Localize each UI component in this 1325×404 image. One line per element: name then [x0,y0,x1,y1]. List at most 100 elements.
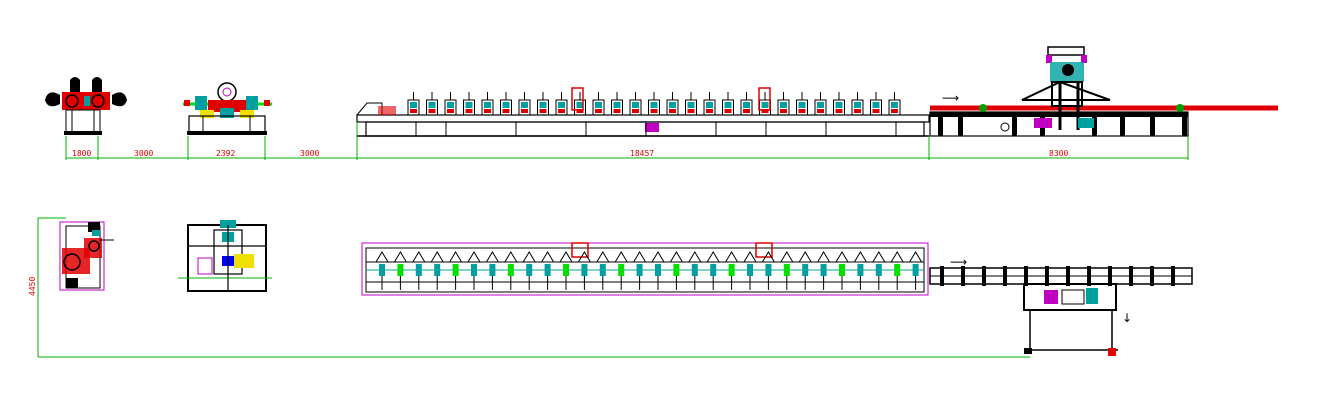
roll-stand [740,92,753,116]
dimension-label-roll-former: 18457 [630,149,654,158]
roll-stand [833,92,845,116]
roll-stand-plan [503,251,518,290]
roll-stand [796,92,808,116]
runout-support [1087,266,1091,286]
roll-stand-plan [890,251,905,290]
roll-stand [629,92,642,116]
runout-support [1150,266,1154,286]
runout-leg [1182,117,1187,136]
cutoff-runout-elevation: ⟶ [929,46,1278,137]
roll-stand [611,92,623,116]
runout-plan: ⟶ ↓ [929,255,1193,356]
roll-stand-plan [522,251,537,290]
arrow-right-icon: ⟶ [950,255,967,269]
runout-leg [1092,117,1097,136]
roll-stand [888,92,901,116]
roll-stand [777,92,790,116]
runout-leg [1150,117,1155,136]
runout-legs-elevation [938,117,1187,136]
roll-stand-plan [632,251,647,290]
roll-stand-plan [743,251,757,290]
roll-stand [814,92,827,116]
leveler-plan [178,220,272,292]
roll-stand [851,92,864,116]
arrow-right-icon: ⟶ [942,91,959,105]
roll-stand [870,92,882,116]
roll-stand-plan [393,251,408,290]
roll-stand [574,92,586,116]
roll-stand [518,92,531,116]
dimension-label-runout: 8300 [1049,149,1068,158]
runout-support [1066,266,1070,286]
arrow-down-icon: ↓ [1122,311,1132,325]
dimension-label-width: 4450 [28,277,37,296]
roll-stand-plan [779,251,794,290]
runout-support [1108,266,1112,286]
roll-stand [666,92,679,116]
runout-support [1129,266,1133,286]
roll-stand-plan [375,251,389,290]
roll-stand-plan [706,251,721,290]
roll-stand [759,92,771,116]
roll-stands-plan [375,251,923,290]
roll-stand-plan [853,251,868,290]
runout-supports-plan [940,266,1175,286]
roll-stand [407,92,420,116]
roll-stand-plan [651,251,665,290]
roll-former-elevation [356,87,930,137]
dimension-label-leveler: 2392 [216,149,235,158]
runout-support [1003,266,1007,286]
roll-stand-plan [448,251,463,290]
roll-stand [500,92,512,116]
frame-legs-elevation [365,122,897,136]
dimension-label-gap-2: 3000 [300,149,319,158]
roll-stand-plan [485,251,500,290]
roll-former-plan [361,242,929,296]
roll-stand-plan [595,251,610,290]
roll-stand-plan [669,251,684,290]
roll-stand [426,92,438,116]
roll-stand [722,92,734,116]
roll-stand-plan [798,251,813,290]
runout-support [1024,266,1028,286]
runout-support [982,266,986,286]
dimension-label-gap-1: 3000 [134,149,153,158]
dimension-label-decoiler: 1800 [72,149,91,158]
roll-stand-plan [614,251,629,290]
runout-leg [958,117,963,136]
roll-stand [648,92,660,116]
decoiler-plan [59,221,114,291]
roll-stands-elevation [407,92,901,116]
runout-leg [1012,117,1017,136]
roll-stand [703,92,716,116]
runout-support [1045,266,1049,286]
roll-stand-plan [816,251,831,290]
roll-stand [463,92,475,116]
roll-stand-plan [577,251,592,290]
runout-leg [1120,117,1125,136]
roll-stand-plan [411,251,426,290]
elevation-view: ⟶ 1800 3000 2392 3000 18457 8300 [45,46,1278,160]
roll-stand [537,92,549,116]
roll-stand-plan [540,251,555,290]
runout-support [1171,266,1175,286]
roll-stand [685,92,697,116]
roll-stand-plan [467,251,481,290]
roll-stand [592,92,605,116]
roll-stand-plan [908,251,923,290]
side-dimension-line [37,217,1030,358]
roll-stand-plan [835,251,849,290]
plan-view: ⟶ ↓ 4450 [28,217,1193,358]
runout-leg [938,117,943,136]
leveler-elevation [183,82,272,135]
runout-support [940,266,944,286]
roll-stand [555,92,568,116]
roll-stand-plan [761,251,776,290]
runout-support [961,266,965,286]
roll-stand-plan [430,251,445,290]
roll-stand-plan [559,251,573,290]
roll-stand-plan [687,251,702,290]
roll-stand-plan [724,251,739,290]
roll-stand-plan [871,251,886,290]
